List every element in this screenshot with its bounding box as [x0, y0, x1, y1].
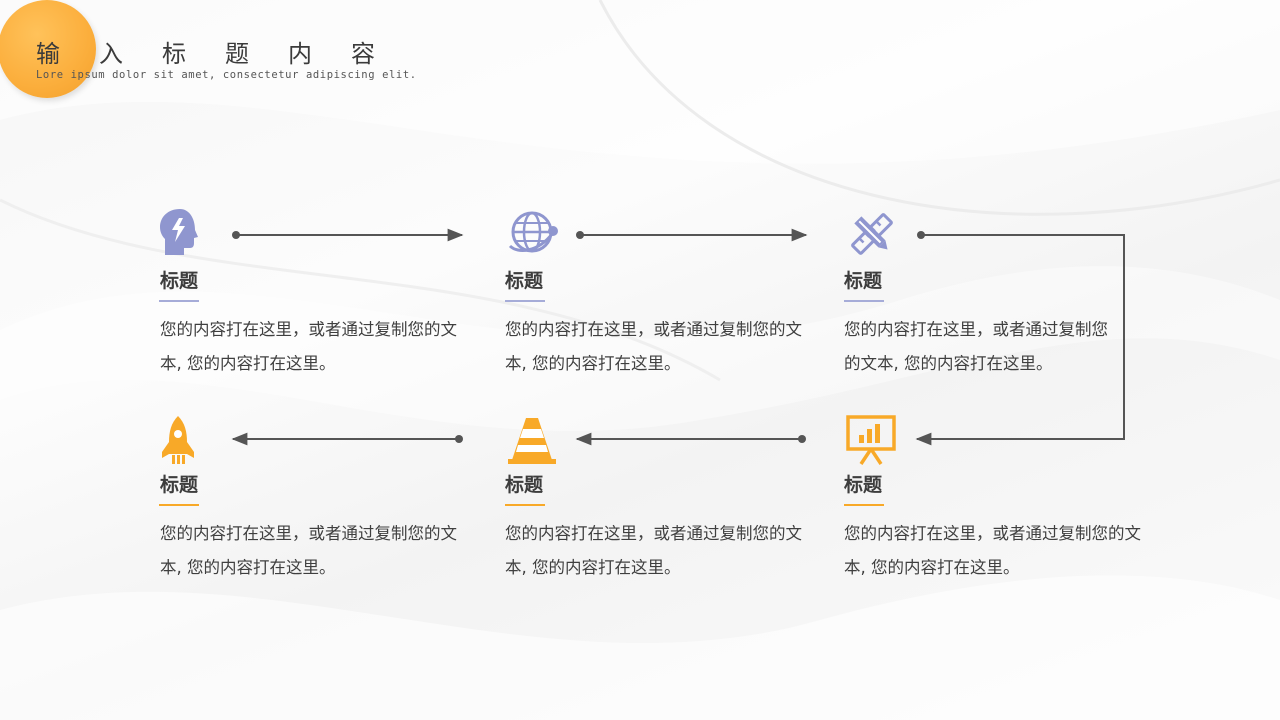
step-4-body: 您的内容打在这里，或者通过复制您的文本, 您的内容打在这里。	[160, 524, 457, 577]
step-4-underline	[159, 504, 199, 506]
step-5-underline	[505, 504, 545, 506]
connector-3-6	[915, 231, 1125, 446]
step-1-underline	[159, 300, 199, 302]
step-2-title: 标题	[505, 270, 544, 292]
step-2-body: 您的内容打在这里，或者通过复制您的文本, 您的内容打在这里。	[505, 320, 802, 373]
step-1-body: 您的内容打在这里，或者通过复制您的文本, 您的内容打在这里。	[160, 320, 457, 373]
rocket-icon	[152, 414, 204, 466]
head-brain-icon	[154, 206, 206, 258]
connector-2-3	[576, 228, 808, 242]
step-3-underline	[844, 300, 884, 302]
ruler-pencil-icon	[846, 208, 898, 260]
step-6-underline	[844, 504, 884, 506]
step-5-title: 标题	[505, 474, 544, 496]
step-4-title: 标题	[160, 474, 199, 496]
step-6-title: 标题	[844, 474, 883, 496]
step-3-body: 您的内容打在这里，或者通过复制您的文本, 您的内容打在这里。	[844, 320, 1108, 373]
step-6-body: 您的内容打在这里，或者通过复制您的文本, 您的内容打在这里。	[844, 524, 1141, 577]
connector-5-4	[231, 432, 463, 446]
globe-icon	[508, 206, 560, 258]
step-1-title: 标题	[160, 270, 199, 292]
title-circle-decoration	[0, 0, 96, 98]
presentation-chart-icon	[845, 414, 897, 466]
step-3-title: 标题	[844, 270, 883, 292]
step-5-body: 您的内容打在这里，或者通过复制您的文本, 您的内容打在这里。	[505, 524, 802, 577]
connector-1-2	[232, 228, 464, 242]
traffic-cone-icon	[506, 414, 558, 466]
page-subtitle: Lore ipsum dolor sit amet, consectetur a…	[36, 69, 417, 81]
page-title: 输入标题内容	[36, 40, 414, 68]
connector-6-5	[575, 432, 806, 446]
step-2-underline	[505, 300, 545, 302]
